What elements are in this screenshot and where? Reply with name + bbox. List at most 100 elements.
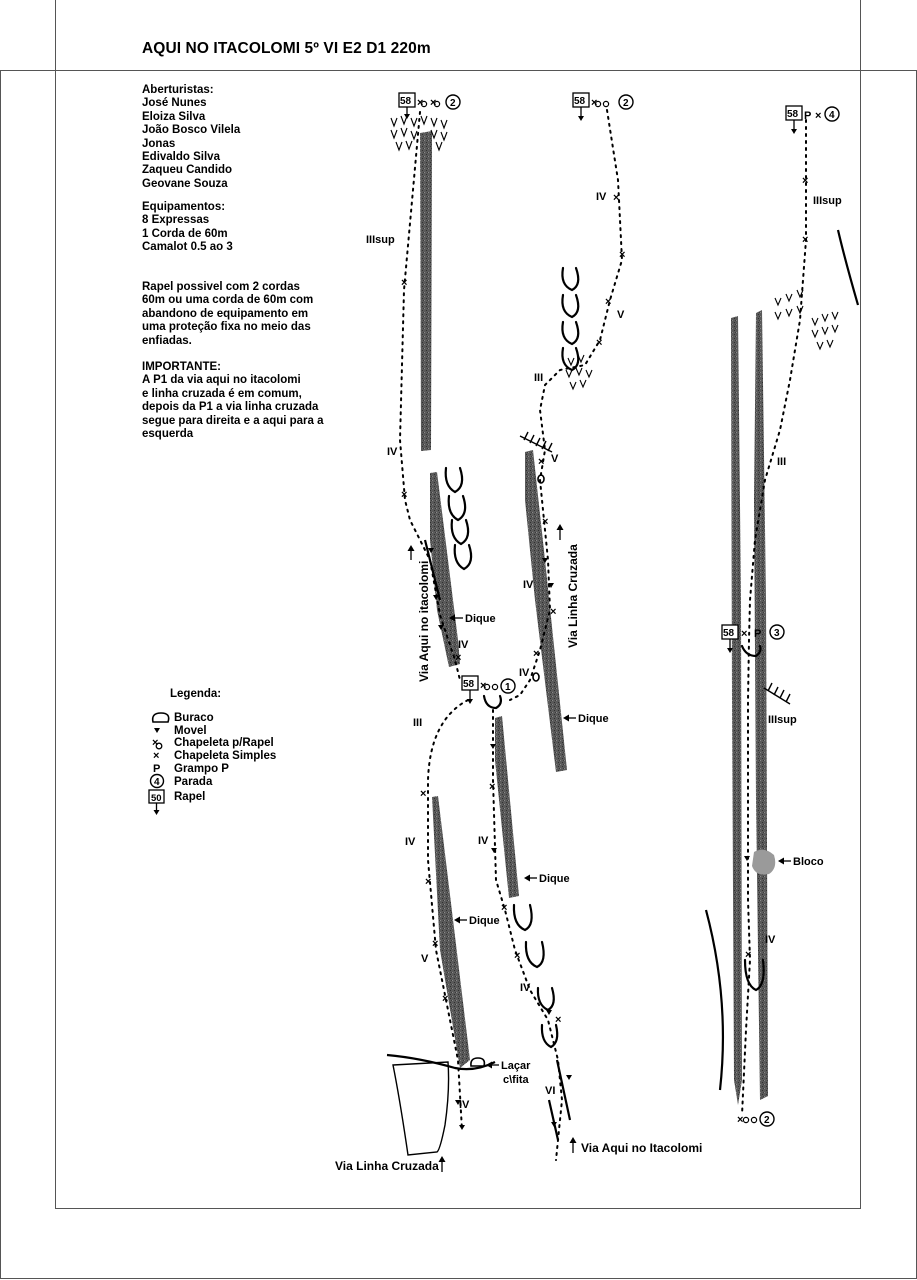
grade-label: IV [478, 835, 489, 847]
hole-icon [537, 474, 545, 484]
crack-line [423, 539, 442, 601]
flake [453, 543, 473, 571]
bolt-icon: × [613, 192, 619, 204]
hole-icon [151, 712, 170, 723]
movable-protection-icon [459, 1125, 465, 1130]
bolt-icon: × [538, 456, 544, 468]
grade-label: IV [459, 1099, 470, 1111]
page-title: AQUI NO ITACOLOMI 5º VI E2 D1 220m [142, 40, 431, 57]
movable-protection-icon [744, 856, 750, 861]
route-line [427, 699, 469, 1131]
bolt-icon: × [550, 606, 556, 618]
flake [740, 644, 762, 658]
flake [561, 320, 580, 346]
bolt-icon: × [619, 249, 625, 261]
grade-label: IV [519, 667, 530, 679]
grade-label: IIIsup [813, 195, 842, 207]
feature-labels: Dique Dique Dique Dique Bloco Laçar c\fi… [335, 524, 824, 1173]
grade-label: IV [458, 639, 469, 651]
movable-protection-icon [428, 548, 434, 553]
station-right-middle: 58 × P 3 [721, 624, 785, 653]
svg-text:Dique: Dique [539, 873, 570, 885]
bolt-icon: × [442, 993, 448, 1005]
boulder-outline [392, 1061, 450, 1156]
boulder-label: Bloco [778, 856, 824, 868]
bolt-icon: × [425, 876, 431, 888]
grade-label: IV [520, 982, 531, 994]
movable-protection-icon [438, 625, 444, 630]
station-top-right: 58 P × 4 [785, 105, 840, 134]
route-line [741, 119, 807, 1116]
vegetation [390, 115, 839, 391]
important-note: IMPORTANTE: A P1 da via aqui no itacolom… [142, 361, 324, 441]
movable-protection-icon [548, 583, 554, 588]
movable-protection-icon [551, 1122, 557, 1127]
ledge-line [386, 1053, 496, 1071]
movable-protection-icon [546, 1010, 552, 1015]
movable-protections [428, 548, 750, 1130]
svg-text:×: × [480, 680, 486, 692]
grade-label: V [421, 953, 429, 965]
rappel-bolt-icon: × [152, 737, 163, 750]
svg-text:×: × [417, 97, 423, 109]
overhang [519, 431, 553, 453]
dike-label: Dique [524, 873, 570, 885]
holes [470, 474, 545, 1067]
movable-protection-icon [154, 728, 160, 733]
overhang [763, 682, 791, 705]
movable-protection-icon [542, 558, 548, 563]
svg-text:×: × [591, 97, 597, 109]
movable-protection-icon [491, 848, 497, 853]
rappel-length: 58 [723, 628, 735, 639]
crack-line [836, 229, 860, 306]
crack-line [547, 1099, 560, 1141]
important-line: depois da P1 a via linha cruzada [142, 401, 319, 414]
svg-text:Via Aqui no Itacolomi: Via Aqui no Itacolomi [581, 1141, 702, 1155]
rappel-note-line: enfiadas. [142, 334, 192, 347]
legend-item-belay: Parada [174, 776, 213, 788]
important-line: segue para direita e a aqui para a [142, 414, 324, 427]
legend-item-rappel: Rapel [174, 791, 206, 803]
flake [524, 940, 545, 969]
grade-label: IV [405, 836, 416, 848]
author-name: Geovane Souza [142, 177, 228, 190]
piton-icon: P [153, 763, 160, 775]
svg-text:Dique: Dique [469, 915, 500, 927]
svg-text:50: 50 [151, 793, 162, 804]
bolt-icon: × [802, 175, 808, 187]
crack-line [704, 909, 725, 1091]
movable-protection-icon [433, 595, 439, 600]
bolt-icon: × [802, 234, 808, 246]
svg-text:Via Linha Cruzada: Via Linha Cruzada [335, 1159, 439, 1173]
important-heading: IMPORTANTE: [142, 361, 222, 373]
legend-item-bolt: Chapeleta Simples [174, 750, 277, 762]
bolt-icon: × [542, 516, 548, 528]
route-label-linha-vertical: Via Linha Cruzada [556, 524, 580, 648]
grades: IIIsup IV IV III IV V IV IV IV VI IV V I… [366, 191, 842, 1111]
grade-label: IV [765, 934, 776, 946]
svg-text:×: × [430, 97, 436, 109]
authors-heading: Aberturistas: [142, 84, 214, 96]
rappel-length: 58 [574, 96, 586, 107]
rappel-note-line: 60m ou uma corda de 60m com [142, 294, 314, 307]
svg-text:c\fita: c\fita [503, 1074, 530, 1086]
important-line: A P1 da via aqui no itacolomi [142, 374, 301, 387]
bolts: × × × × × × × × × × × × × × × × × × × × … [401, 175, 808, 1026]
bolt-icon: × [514, 950, 520, 962]
flake [743, 958, 765, 992]
bolt-icon: × [455, 652, 461, 664]
station-top-left: 58 × × 2 [398, 92, 461, 119]
belay-icon: 4 [149, 773, 165, 789]
station-bottom-right: × 2 [737, 1111, 775, 1127]
rappel-note-line: abandono de equipamento em [142, 307, 309, 320]
dike-strip [495, 716, 519, 898]
bolt-icon: × [501, 902, 507, 914]
svg-text:×: × [737, 1114, 743, 1126]
bolt-icon: × [605, 296, 611, 308]
bolt-icon: × [555, 1014, 561, 1026]
flake [561, 266, 580, 292]
grade-label: IV [523, 579, 534, 591]
vegetation-patch [390, 115, 448, 152]
svg-text:Laçar: Laçar [501, 1060, 531, 1072]
